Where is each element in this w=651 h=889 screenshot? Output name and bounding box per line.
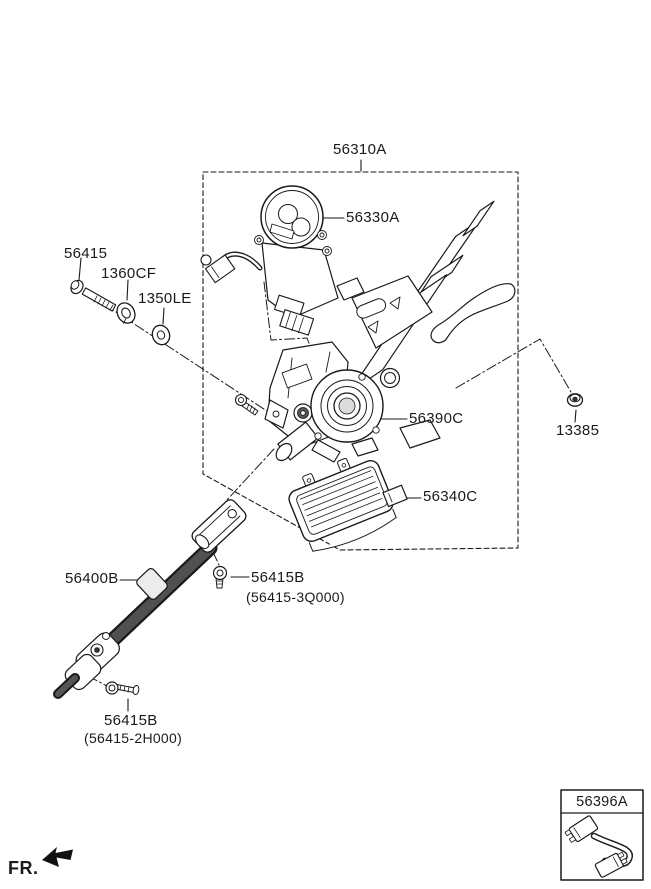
bolt-2h000-drawing xyxy=(105,681,140,696)
column-flange-drawing xyxy=(310,369,384,463)
label-shaft-56400b: 56400B xyxy=(65,570,119,587)
steering-column-drawing xyxy=(336,200,516,449)
flange-bolt-drawing xyxy=(234,393,259,416)
lock-washer-drawing xyxy=(116,302,136,324)
intermediate-shaft-drawing xyxy=(53,499,247,699)
label-ecu-56340c: 56340C xyxy=(423,488,478,505)
assembly-boundary-box xyxy=(202,171,519,551)
bolt-56415-drawing xyxy=(70,279,117,312)
label-joint-bolt-upper-ref: (56415-3Q000) xyxy=(246,589,345,605)
motor-mount-lugs xyxy=(254,230,332,256)
label-joint-bolt-upper: 56415B xyxy=(251,569,305,586)
label-motor-56330a: 56330A xyxy=(346,209,400,226)
washer-drawing xyxy=(151,324,171,346)
ecu-fins xyxy=(299,470,383,528)
bracket-arrow-mark xyxy=(367,320,379,334)
ecu-drawing xyxy=(288,458,408,552)
label-joint-bolt-lower-ref: (56415-2H000) xyxy=(84,730,183,746)
label-washer-1350le: 1350LE xyxy=(138,290,192,307)
motor-assembly-drawing xyxy=(200,185,339,336)
label-lock-washer-1360cf: 1360CF xyxy=(101,265,157,282)
label-joint-bolt-lower: 56415B xyxy=(104,712,158,729)
label-column-56390c: 56390C xyxy=(409,410,464,427)
label-front-marker: FR. xyxy=(8,858,39,878)
bracket-arrow-mark xyxy=(389,296,401,310)
bolt-3q000-drawing xyxy=(212,565,228,589)
inset-box xyxy=(560,789,644,881)
tilt-lever xyxy=(430,283,516,344)
nut-drawing xyxy=(566,393,584,407)
wiring-cable-drawing xyxy=(564,815,633,878)
label-assembly-56310a: 56310A xyxy=(333,141,387,158)
label-bolt-56415: 56415 xyxy=(64,245,108,262)
label-nut-13385: 13385 xyxy=(556,422,600,439)
label-inset-56396a: 56396A xyxy=(576,794,628,810)
front-direction-arrow-icon xyxy=(42,847,73,867)
